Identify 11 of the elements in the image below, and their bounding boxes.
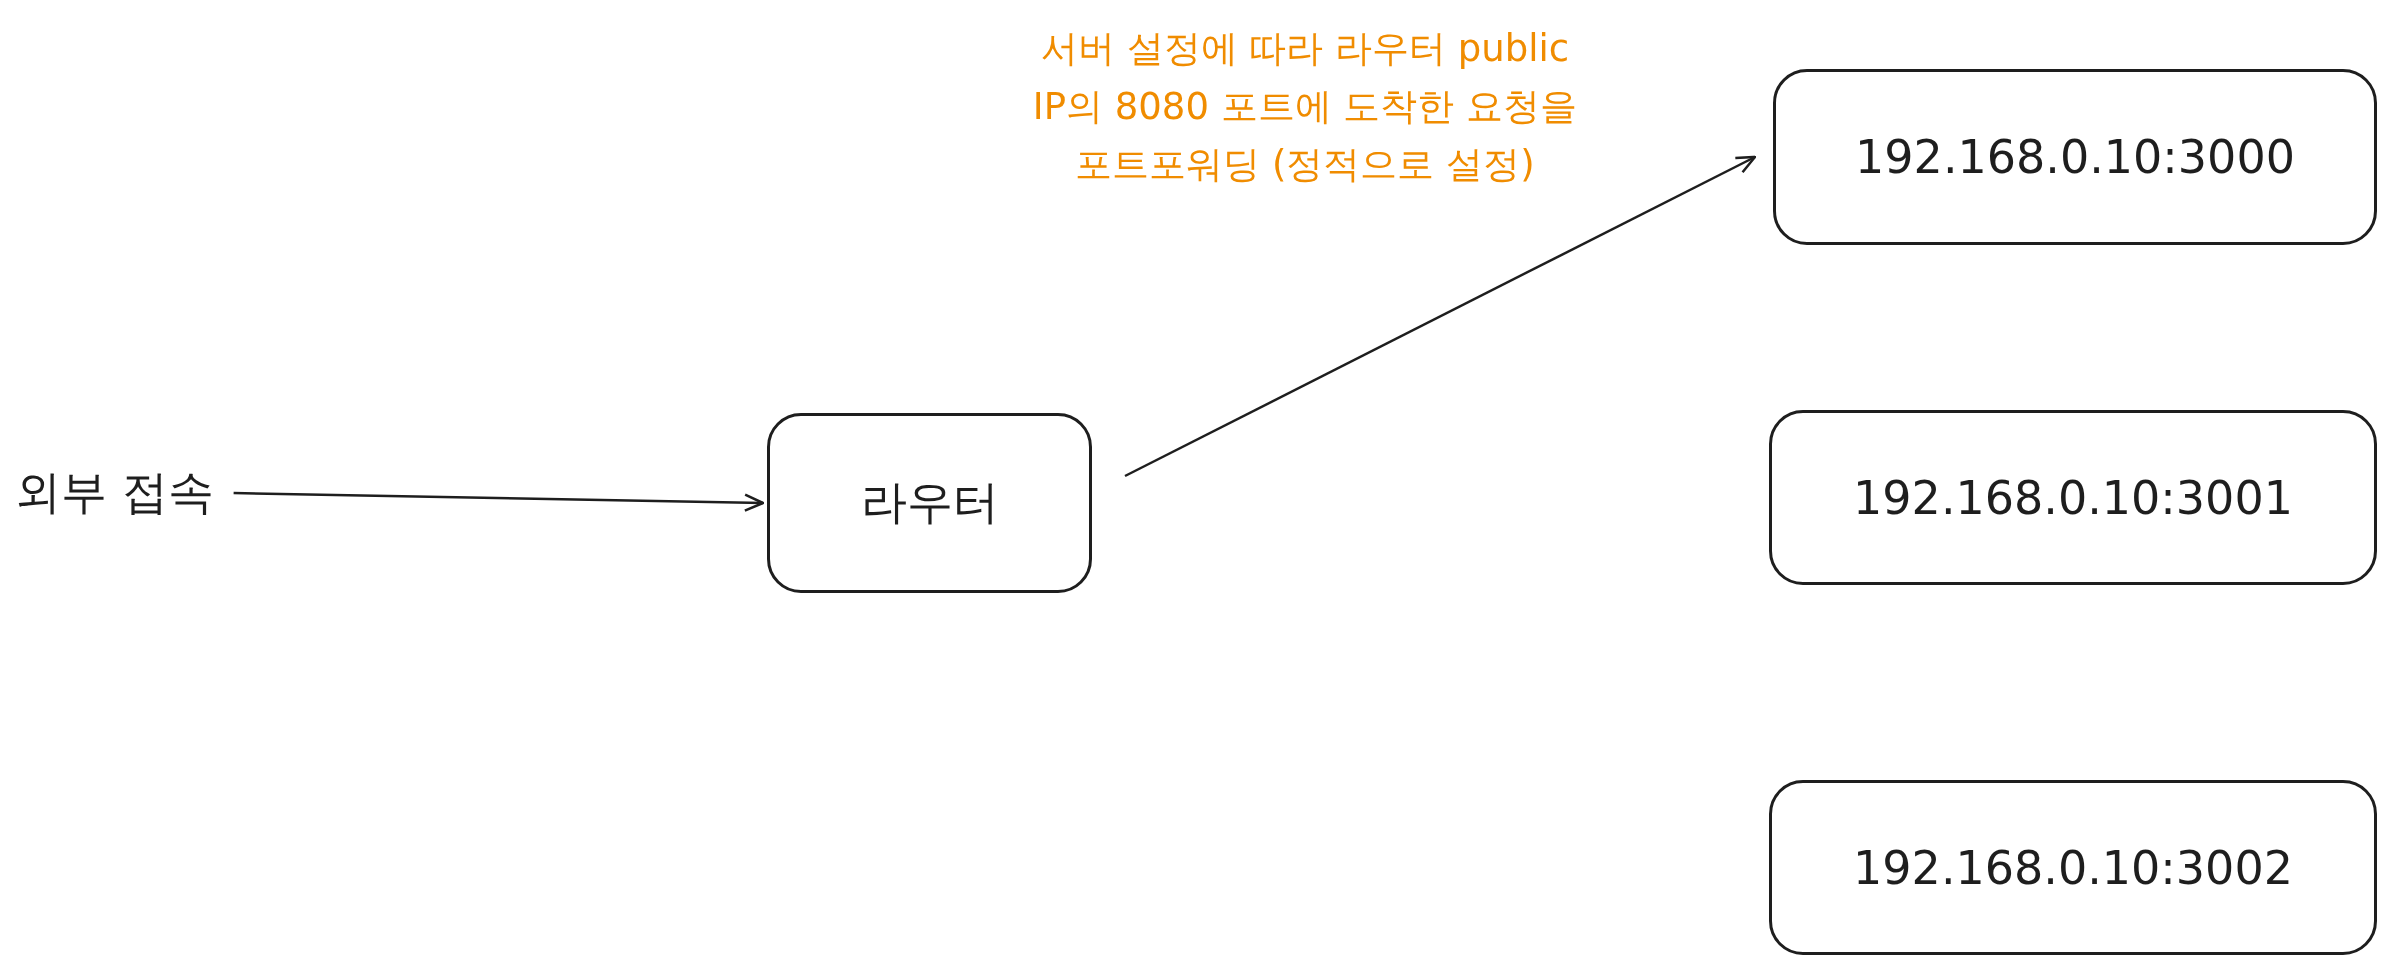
arrow — [1124, 155, 1757, 478]
process-box — [767, 413, 1092, 593]
node-label: 192.168.0.10:3000 — [1855, 130, 2295, 184]
node-label: 라우터 — [860, 474, 999, 531]
arrow — [233, 491, 765, 512]
process-box — [1769, 780, 2377, 955]
node-label: 192.168.0.10:3002 — [1853, 840, 2293, 895]
process-box — [1769, 410, 2377, 585]
process-box — [1773, 69, 2377, 245]
node-label: 192.168.0.10:3001 — [1853, 470, 2293, 525]
text-label: 외부 접속 — [15, 462, 214, 524]
